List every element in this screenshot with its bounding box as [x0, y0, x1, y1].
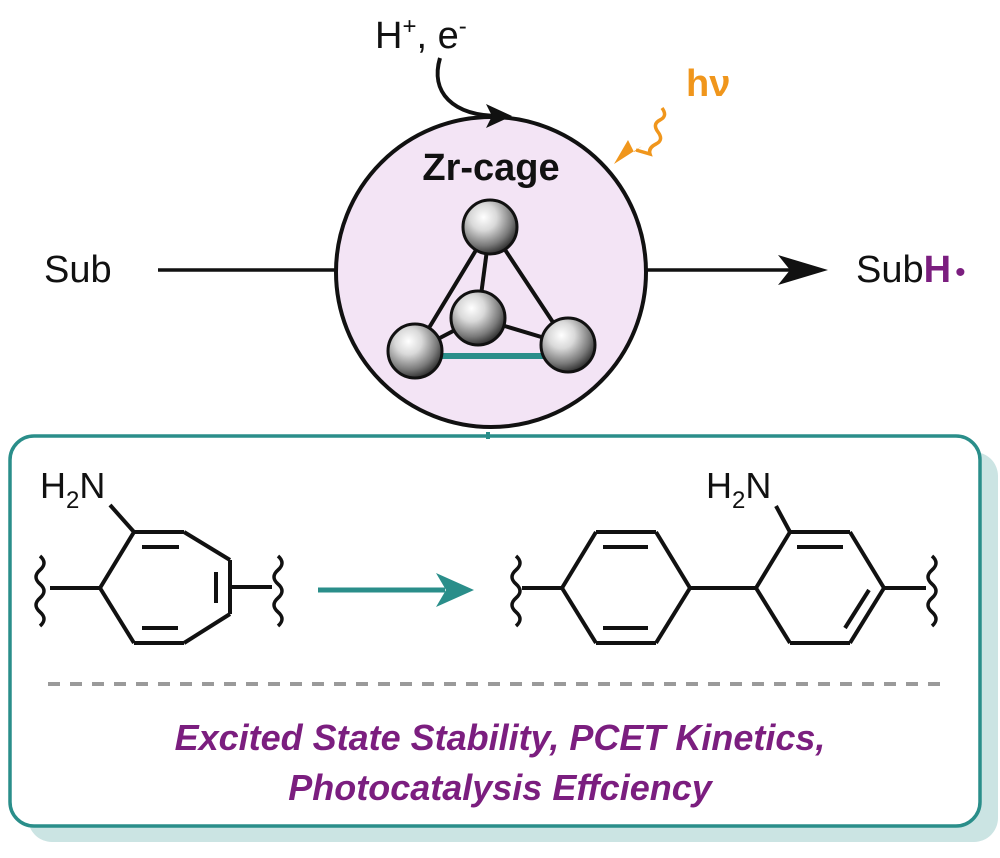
zr-node-right [539, 316, 597, 374]
light-label: hν [686, 63, 730, 105]
linker-right-ring-b [754, 505, 926, 645]
product-prefix: Sub [856, 249, 924, 291]
zr-node-top [461, 198, 519, 256]
curved-input-arrow [435, 57, 501, 118]
light-wavy-arrow [635, 106, 667, 157]
wavy-bond-right-1 [510, 554, 522, 628]
light-arrowhead [614, 140, 642, 164]
linker-left: H2N [34, 465, 284, 645]
linker-panel [8, 434, 982, 828]
linker-arrowhead [436, 573, 474, 607]
linker-left-amine: H2N [40, 465, 105, 514]
zr-cage-label: Zr-cage [422, 147, 559, 189]
linker-right: H2N [510, 465, 938, 645]
linker-right-ring-a [522, 530, 756, 645]
reagent-label: H+, e- [375, 13, 467, 57]
ring-b-inner-double [843, 588, 871, 630]
curved-arrowhead [486, 104, 512, 128]
footer-line-1: Excited State Stability, PCET Kinetics, [175, 717, 826, 758]
product-radical: • [955, 256, 966, 289]
substrate-label: Sub [44, 249, 112, 291]
product-label: SubH• [856, 249, 966, 291]
reaction-arrowhead [778, 255, 828, 285]
footer-line-2: Photocatalysis Effciency [288, 767, 713, 808]
zr-node-center [449, 289, 507, 347]
wavy-bond-left-2 [272, 554, 284, 628]
zr-node-left [386, 322, 444, 380]
linker-right-amine: H2N [706, 465, 771, 514]
wavy-bond-left-1 [34, 554, 46, 628]
product-h: H [924, 249, 951, 291]
wavy-bond-right-2 [926, 554, 938, 628]
